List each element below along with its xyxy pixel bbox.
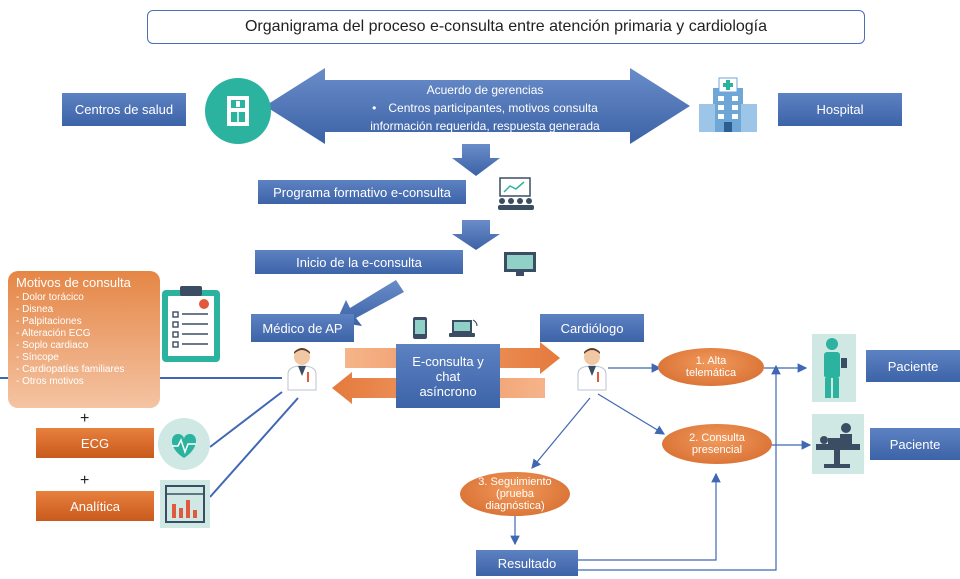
motivo-item: - Síncope	[16, 352, 59, 363]
health-center-icon	[205, 78, 271, 144]
motivos-title: Motivos de consulta	[16, 275, 131, 290]
econsulta-line2: chat	[435, 368, 461, 384]
consulta-presencial-node: 2. Consulta presencial	[662, 424, 772, 464]
motivo-item: - Alteración ECG	[16, 328, 91, 339]
page-title: Organigrama del proceso e-consulta entre…	[147, 10, 865, 44]
plus-sign-1: +	[80, 410, 90, 427]
motivos-panel: Motivos de consulta - Dolor torácico - D…	[8, 271, 160, 408]
alta-line1: 1. Alta	[695, 355, 727, 367]
seguimiento-line2: (prueba	[496, 488, 534, 500]
agreement-bullet-text: Centros participantes, motivos consulta	[388, 101, 598, 115]
motivo-item: - Disnea	[16, 304, 54, 315]
clipboard-icon	[158, 282, 224, 364]
training-group-icon	[494, 176, 536, 212]
agreement-text: Acuerdo de gerencias •Centros participan…	[340, 81, 630, 135]
paciente-box-1: Paciente	[866, 350, 960, 382]
paciente-box-2: Paciente	[870, 428, 960, 460]
patient-bed-icon	[812, 414, 864, 474]
analitica-box: Analítica	[36, 491, 154, 521]
medico-ap-box: Médico de AP	[251, 314, 354, 342]
agreement-double-arrow	[265, 68, 690, 144]
health-centers-box: Centros de salud	[62, 93, 186, 126]
alta-line2: telemática	[685, 367, 737, 379]
econsulta-chat-box: E-consulta y chat asíncrono	[396, 344, 500, 408]
motivo-item: - Palpitaciones	[16, 316, 82, 327]
heart-ecg-icon	[158, 418, 210, 470]
plus-sign-2: +	[80, 472, 90, 489]
econsulta-line1: E-consulta y	[412, 353, 484, 369]
cardiologo-box: Cardiólogo	[540, 314, 644, 342]
laptop-icon	[448, 318, 478, 340]
agreement-heading: Acuerdo de gerencias	[426, 83, 544, 97]
agreement-bullet: •Centros participantes, motivos consulta	[372, 101, 598, 115]
doctor-icon	[284, 346, 320, 392]
motivo-item: - Cardiopatías familiares	[16, 364, 125, 375]
down-arrow-1	[452, 144, 500, 176]
down-arrow-2	[452, 220, 500, 250]
training-program-box: Programa formativo e-consulta	[258, 180, 466, 204]
motivo-item: - Otros motivos	[16, 376, 84, 387]
presencial-line1: 2. Consulta	[689, 432, 745, 444]
hospital-icon	[697, 74, 759, 136]
motivo-item: - Dolor torácico	[16, 292, 84, 303]
smartphone-icon	[412, 316, 428, 340]
patient-standing-icon	[812, 334, 856, 402]
motivo-item: - Soplo cardiaco	[16, 340, 89, 351]
alta-telematica-node: 1. Alta telemática	[658, 348, 764, 386]
econsulta-line3: asíncrono	[419, 383, 477, 399]
ecg-box: ECG	[36, 428, 154, 458]
hospital-box: Hospital	[778, 93, 902, 126]
motivos-list: - Dolor torácico - Disnea - Palpitacione…	[16, 292, 152, 388]
presencial-line2: presencial	[691, 444, 743, 456]
agreement-line2: información requerida, respuesta generad…	[370, 119, 600, 133]
seguimiento-line3: diagnóstica)	[485, 500, 545, 512]
econsulta-start-box: Inicio de la e-consulta	[255, 250, 463, 274]
lab-chart-icon	[160, 480, 210, 528]
seguimiento-line1: 3. Seguimiento	[478, 476, 552, 488]
resultado-box: Resultado	[476, 550, 578, 576]
seguimiento-node: 3. Seguimiento (prueba diagnóstica)	[460, 472, 570, 516]
doctor-icon	[574, 346, 610, 392]
monitor-icon	[502, 250, 538, 278]
